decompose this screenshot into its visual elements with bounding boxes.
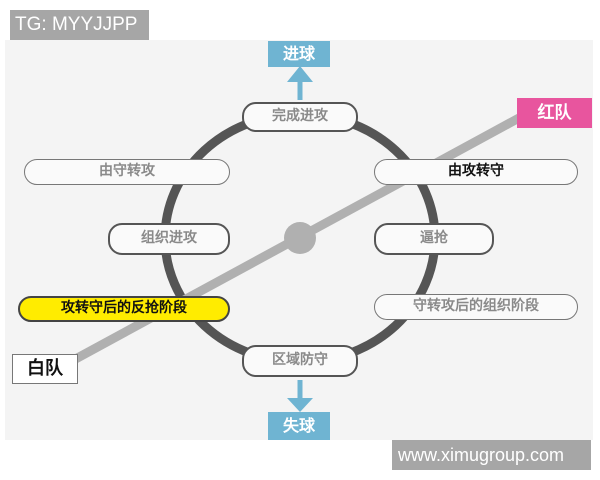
goal-scored-box: 进球: [268, 41, 330, 67]
node-zone-defense: 区域防守: [242, 345, 358, 377]
node-organize-attack: 组织进攻: [108, 223, 230, 255]
label-counter-press-phase: 攻转守后的反抢阶段: [18, 296, 230, 322]
label-attack-to-defense: 由攻转守: [374, 159, 578, 185]
watermark: www.ximugroup.com: [392, 440, 591, 470]
white-team-box: 白队: [12, 354, 78, 384]
label-defense-to-attack: 由守转攻: [24, 159, 230, 185]
down-arrow-head: [287, 398, 313, 412]
label-organize-after-transition: 守转攻后的组织阶段: [374, 294, 578, 320]
node-pressing: 逼抢: [374, 223, 494, 255]
center-dot: [284, 222, 316, 254]
goal-conceded-box: 失球: [268, 412, 330, 440]
node-complete-attack: 完成进攻: [242, 102, 358, 132]
tg-label: TG: MYYJJPP: [10, 10, 149, 40]
up-arrow-head: [287, 66, 313, 82]
red-team-box: 红队: [517, 98, 592, 128]
